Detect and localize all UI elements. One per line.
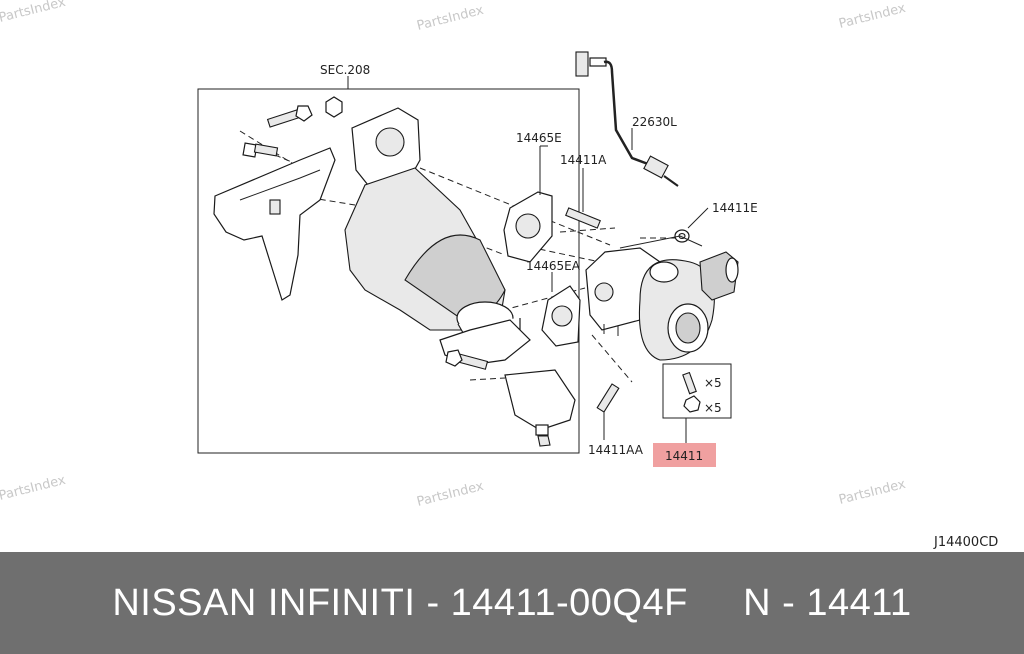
footer-bar: NISSAN INFINITI - 14411-00Q4F N - 14411 [0, 552, 1024, 654]
kit-nut-qty: ×5 [704, 401, 722, 415]
stud-14411a [565, 207, 601, 229]
parts-diagram: PartsIndex PartsIndex PartsIndex PartsIn… [0, 0, 999, 550]
diagram-code: J14400CD [933, 535, 998, 550]
section-208-frame [197, 88, 580, 454]
bracket [213, 147, 336, 301]
watermark-text: PartsIndex [415, 3, 485, 34]
watermark-text: PartsIndex [415, 479, 485, 510]
kit-box [662, 363, 732, 419]
part-number-highlight[interactable] [653, 443, 716, 467]
bolt-upper-left [242, 105, 313, 158]
watermark-text: PartsIndex [837, 1, 907, 32]
watermark-text: PartsIndex [0, 473, 67, 504]
label-22630l: 22630L [632, 115, 677, 129]
nut [325, 96, 343, 118]
label-14411[interactable]: 14411 [665, 449, 703, 463]
sensor-22630l [575, 51, 679, 187]
nut-icon [683, 395, 701, 413]
exploded-view-drawing: PartsIndex PartsIndex PartsIndex PartsIn… [0, 0, 998, 550]
label-14465ea: 14465EA [526, 259, 581, 273]
turbocharger [585, 235, 739, 361]
stud-icon [682, 371, 697, 395]
watermark-text: PartsIndex [837, 477, 907, 508]
part-title: NISSAN INFINITI - 14411-00Q4F N - 14411 [112, 581, 912, 624]
label-14465e: 14465E [516, 131, 562, 145]
stud-14411aa [596, 383, 620, 413]
watermark-text: PartsIndex [0, 0, 67, 26]
kit-stud-qty: ×5 [704, 376, 722, 390]
catalytic-converter [344, 107, 531, 366]
label-14411a: 14411A [560, 153, 607, 167]
lower-bracket [445, 349, 576, 447]
label-sec-208: SEC.208 [320, 63, 370, 77]
label-14411aa: 14411AA [588, 443, 644, 457]
label-14411e: 14411E [712, 201, 758, 215]
